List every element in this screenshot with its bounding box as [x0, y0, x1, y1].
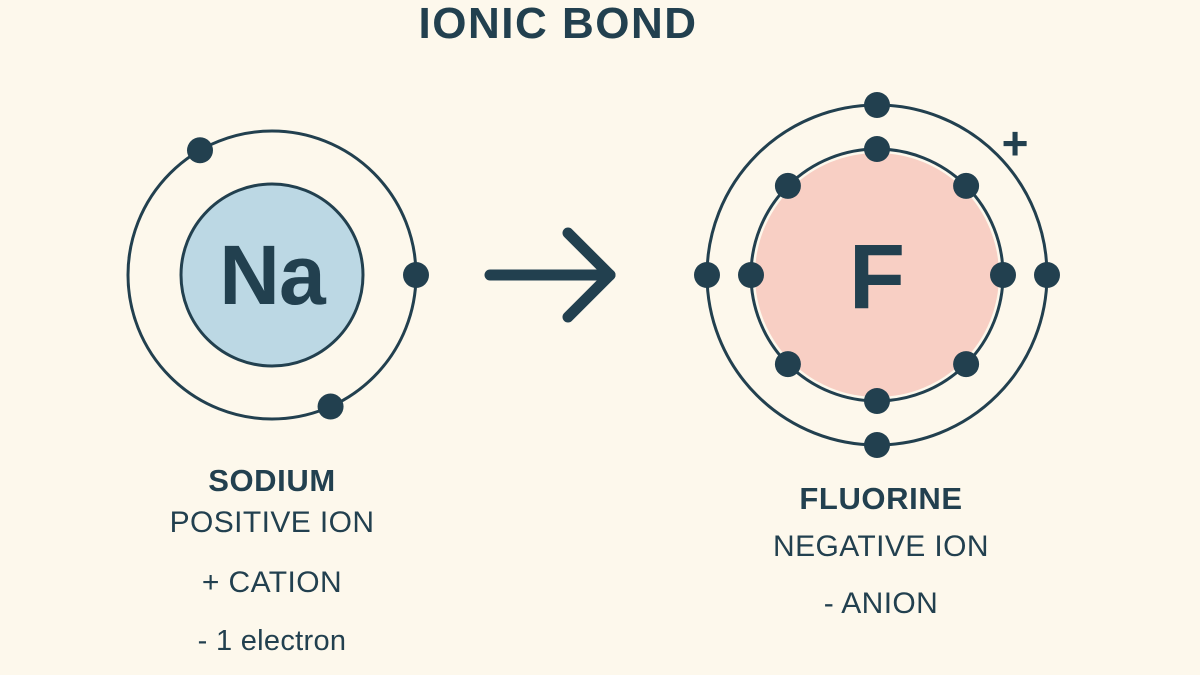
- sodium-electron-shell1-2: [317, 393, 344, 420]
- fluorine-nucleus: [755, 153, 999, 397]
- sodium-charge-label: + CATION: [202, 566, 342, 599]
- fluorine-electron-shell2-2: [864, 92, 890, 118]
- fluorine-electron-shell1-5: [738, 262, 764, 288]
- sodium-transfer-label: - 1 electron: [198, 625, 347, 657]
- fluorine-electron-shell1-4: [774, 172, 801, 199]
- fluorine-electron-shell2-4: [864, 432, 890, 458]
- fluorine-electron-shell2-3: [694, 262, 720, 288]
- sodium-electron-shell1-3: [403, 262, 429, 288]
- page-title: IONIC BOND: [419, 0, 698, 48]
- fluorine-electron-shell1-8: [953, 351, 980, 378]
- sodium-symbol: Na: [219, 228, 327, 322]
- fluorine-ion-type-label: NEGATIVE ION: [773, 530, 989, 563]
- arrow-head: [562, 227, 616, 323]
- fluorine-name-label: FLUORINE: [799, 481, 962, 516]
- sodium-name-label: SODIUM: [208, 463, 336, 498]
- sodium-electron-shell1-1: [187, 137, 213, 164]
- fluorine-label-block: FLUORINE NEGATIVE ION - ANION: [773, 481, 989, 620]
- fluorine-electron-shell1-3: [864, 136, 890, 162]
- fluorine-charge-sign: +: [1002, 117, 1029, 169]
- sodium-nucleus: [179, 182, 365, 368]
- atom-sodium: Na: [126, 129, 429, 421]
- fluorine-electron-shell1-1: [990, 262, 1016, 288]
- sodium-ion-type-label: POSITIVE ION: [170, 506, 375, 539]
- fluorine-electron-shell1-2: [953, 172, 980, 199]
- fluorine-electron-shell1-6: [774, 351, 801, 378]
- atom-fluorine: F+: [694, 92, 1060, 458]
- fluorine-electron-shell1-7: [864, 388, 890, 414]
- sodium-label-block: SODIUM POSITIVE ION + CATION - 1 electro…: [170, 463, 375, 657]
- fluorine-symbol: F: [849, 226, 905, 328]
- reaction-arrow-icon: [484, 227, 616, 323]
- fluorine-electron-shell2-1: [1034, 262, 1060, 288]
- fluorine-charge-label: - ANION: [824, 587, 938, 620]
